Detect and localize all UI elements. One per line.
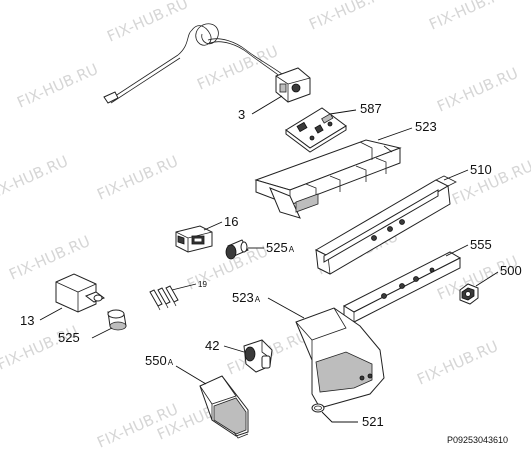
watermark: FIX-HUB.RU: [6, 232, 93, 284]
leader-line: [91, 327, 113, 339]
label-523a: 523A: [232, 290, 261, 305]
leader-line: [377, 127, 413, 141]
part-555-profile-plate: [342, 251, 462, 323]
leader-line: [321, 411, 358, 423]
leader-line: [223, 345, 245, 353]
leader-line: [443, 169, 469, 181]
part-523a-cover: [295, 307, 385, 409]
label-500: 500: [500, 263, 522, 278]
watermark: FIX-HUB.RU: [434, 64, 521, 116]
part-19-terminals: [149, 285, 179, 311]
part-42-bracket: [243, 339, 273, 373]
label-525a: 525A: [266, 240, 295, 255]
leader-line: [39, 307, 63, 321]
label-550a: 550A: [145, 353, 174, 368]
part-13-lamp-cover: [55, 273, 106, 313]
label-521: 521: [362, 414, 384, 429]
leader-line: [175, 365, 207, 385]
label-523: 523: [415, 119, 437, 134]
label-555: 555: [470, 237, 492, 252]
watermark: FIX-HUB.RU: [94, 152, 181, 204]
leader-line: [445, 244, 469, 257]
label-3: 3: [238, 107, 245, 122]
part-523-housing: [254, 139, 402, 219]
label-525: 525: [58, 330, 80, 345]
part-525a-lamp-holder: [225, 239, 249, 260]
label-587: 587: [360, 101, 382, 116]
leader-line: [203, 221, 223, 231]
watermark: FIX-HUB.RU: [414, 337, 501, 389]
part-525-bulb: [107, 309, 127, 331]
diagram-code: P09253043610: [447, 435, 508, 445]
label-16: 16: [224, 214, 238, 229]
watermark: FIX-HUB.RU: [14, 60, 101, 112]
part-521-ring: [311, 403, 325, 413]
leader-line: [251, 95, 283, 115]
label-510: 510: [470, 162, 492, 177]
watermark: FIX-HUB.RU: [0, 152, 71, 204]
label-42: 42: [205, 338, 219, 353]
label-13: 13: [20, 313, 34, 328]
label-19: 19: [198, 280, 207, 289]
part-587-control-board: [285, 107, 347, 153]
part-550a-clip: [199, 375, 249, 439]
leader-line: [171, 283, 197, 291]
leader-line: [329, 109, 357, 115]
watermark: FIX-HUB.RU: [426, 0, 513, 34]
watermark: FIX-HUB.RU: [306, 0, 393, 34]
part-510-front-profile: [314, 175, 457, 275]
part-16-switch: [175, 225, 213, 253]
part-500-knob: [459, 283, 479, 305]
watermark: FIX-HUB.RU: [104, 0, 191, 46]
part-3-thermostat: [103, 23, 311, 104]
leader-line: [267, 297, 305, 319]
leader-line: [475, 271, 499, 287]
